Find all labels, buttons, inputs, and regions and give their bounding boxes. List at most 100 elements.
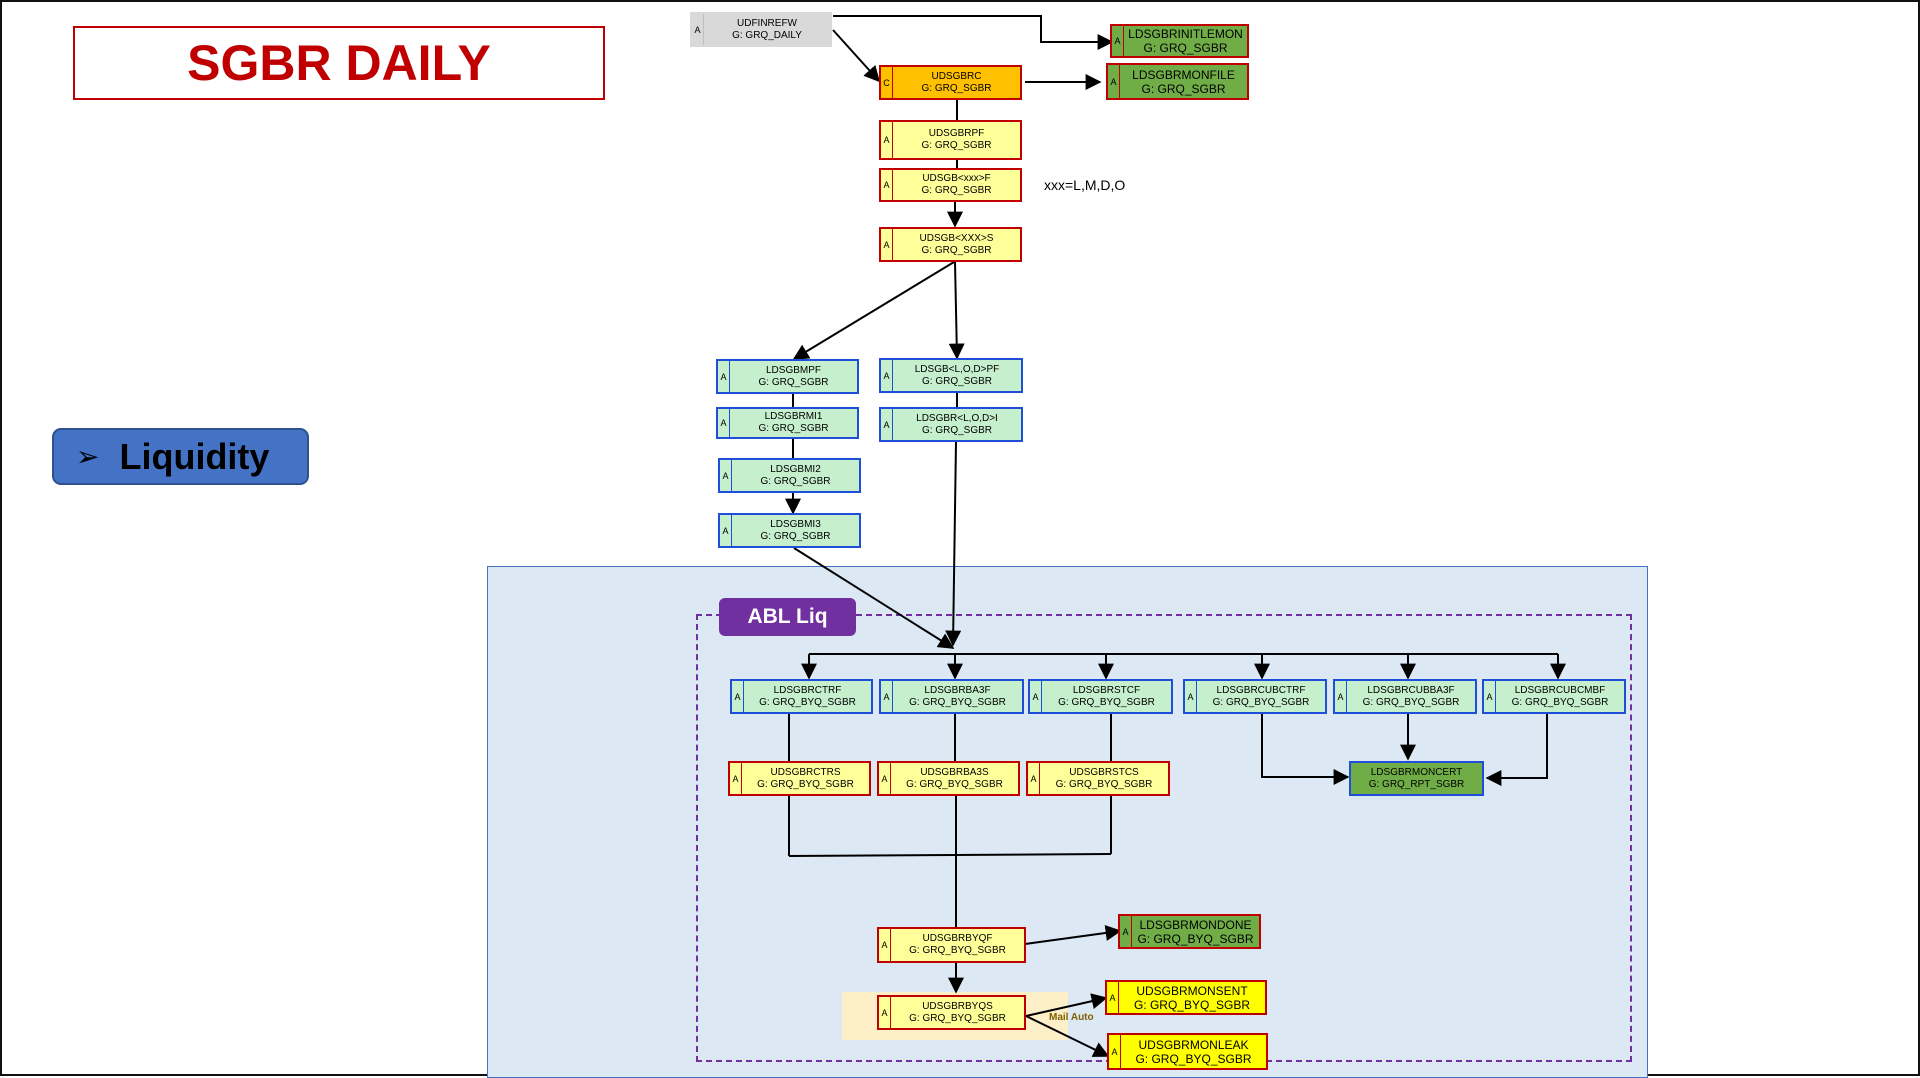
node-group: G: GRQ_BYQ_SGBR [909,696,1006,708]
mail-auto-label: Mail Auto [1049,1012,1094,1023]
node-name: UDFINREFW [737,17,797,29]
edge-xxxs-lodpf [948,261,965,360]
node-group: G: GRQ_BYQ_SGBR [1133,997,1251,1012]
edge-udfinrefw-initlemon [833,15,1114,50]
node-tag: A [720,515,732,546]
edge-udfinrefw-udsgbrc [832,29,881,83]
page-title: SGBR DAILY [187,35,491,91]
title-box: SGBR DAILY [73,26,605,100]
node-name: UDSGBRMONSENT [1136,983,1248,998]
node-group: G: GRQ_BYQ_SGBR [1137,931,1254,946]
node-tag: A [692,14,704,45]
node-name: UDSGB<xxx>F [922,173,991,184]
node-group: G: GRQ_BYQ_SGBR [1212,696,1310,708]
abl-liq-badge: ABL Liq [719,598,856,636]
node-name: UDSGBRCTRS [770,766,841,778]
node-tag: A [879,997,891,1028]
node-tag: A [1185,681,1197,712]
node-name: LDSGBRCTRF [773,684,842,696]
node-name: UDSGBRMONLEAK [1138,1037,1249,1052]
node-group: G: GRQ_SGBR [760,530,831,542]
node-tag: A [879,763,891,794]
node-group: G: GRQ_SGBR [758,423,829,434]
node-group: G: GRQ_SGBR [1143,41,1228,55]
node-name: UDSGBRSTCS [1069,766,1139,778]
node-tag: A [1108,65,1120,98]
node-group: G: GRQ_SGBR [1141,81,1226,96]
node-tag: A [1112,26,1124,56]
node-group: G: GRQ_BYQ_SGBR [1135,1051,1252,1066]
node-tag: A [879,929,891,961]
node-group: G: GRQ_BYQ_SGBR [759,696,856,708]
node-name: LDSGBMPF [765,364,821,376]
node-name: UDSGBRBYQF [922,933,993,944]
node-name: UDSGBRPF [928,128,985,139]
edge-lodi-abl [945,441,962,647]
node-name: UDSGBRBYQS [922,1000,993,1012]
node-group: G: GRQ_RPT_SGBR [1368,778,1465,790]
node-tag: A [881,360,893,391]
node-name: UDSGBRC [931,70,982,82]
node-group: G: GRQ_SGBR [921,82,992,94]
node-name: LDSGBRMONCERT [1370,766,1463,778]
node-group: G: GRQ_BYQ_SGBR [1511,696,1609,708]
node-tag: A [718,409,730,437]
node-group: G: GRQ_SGBR [758,376,829,388]
node-tag: A [1335,681,1347,712]
node-group: G: GRQ_SGBR [921,185,992,196]
node-group: G: GRQ_BYQ_SGBR [1058,696,1155,708]
node-group: G: GRQ_SGBR [921,140,992,151]
node-name: LDSGBRMONFILE [1132,67,1235,82]
arrow-right-icon: ➢ [76,440,100,473]
edge-byqs-monsent [1025,993,1108,1017]
node-tag: C [881,67,893,98]
node-name: LDSGBRMONDONE [1139,917,1252,932]
node-name: LDSGBRSTCF [1072,684,1141,696]
node-name: UDSGBRBA3S [920,766,989,778]
edge-mi3-abl [793,547,955,649]
node-tag: A [881,229,893,260]
node-name: LDSGBMI3 [770,518,821,530]
node-tag: A [720,460,732,491]
edge-byqs-monleak [1025,1015,1110,1057]
edge-collector [788,853,1112,857]
node-tag: A [881,122,893,158]
node-group: G: GRQ_SGBR [921,375,992,387]
node-tag: A [1120,916,1132,947]
liquidity-button[interactable]: ➢ Liquidity [52,428,309,485]
node-name: LDSGBRCUBBA3F [1367,684,1455,696]
node-name: LDSGBRMI1 [764,411,823,422]
node-tag: A [718,361,730,392]
node-group: G: GRQ_BYQ_SGBR [909,945,1006,956]
